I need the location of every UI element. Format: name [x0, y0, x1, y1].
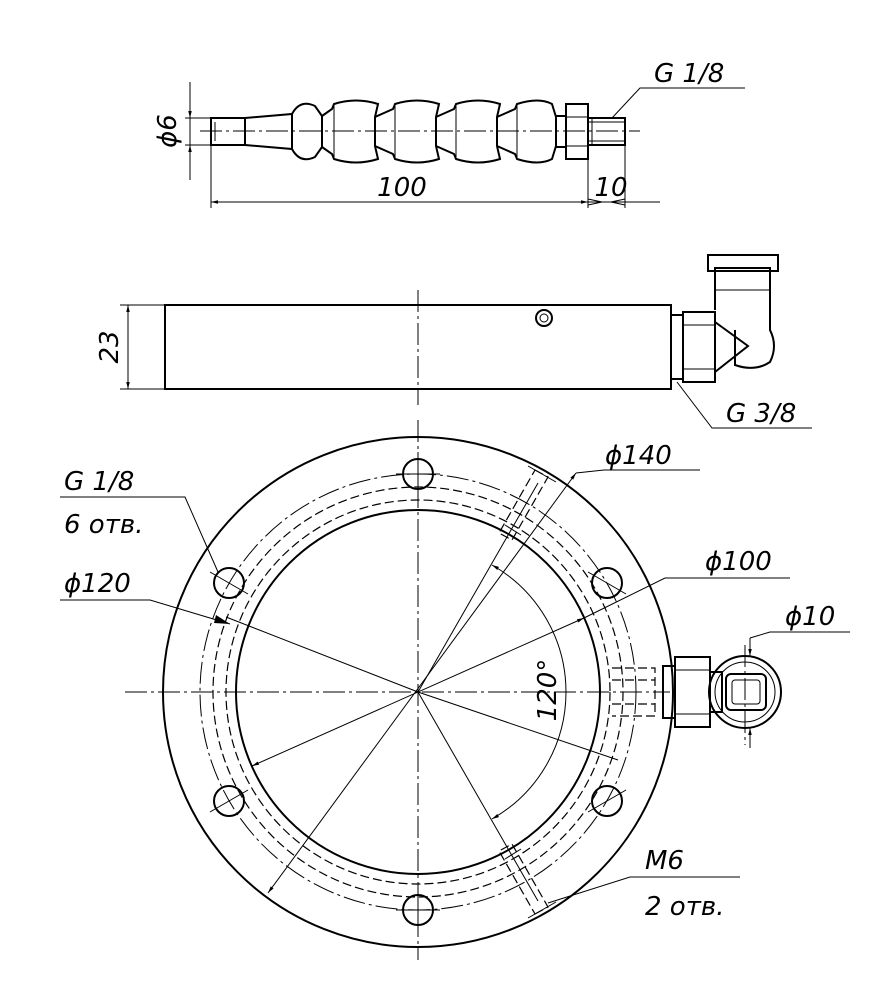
dim-10: ϕ10	[748, 602, 850, 748]
mount-thread-label: M6	[645, 846, 684, 876]
inlet-fitting	[612, 645, 782, 745]
leader-holes-thread: G 1/8 6 отв.	[60, 467, 219, 573]
dim-angle: 120°	[491, 564, 567, 820]
hole	[591, 785, 623, 817]
holes-thread-label: G 1/8	[64, 467, 134, 497]
dim-120-label: ϕ120	[64, 569, 131, 599]
angle-label: 120°	[533, 659, 563, 722]
mount-count-label: 2 отв.	[645, 892, 724, 922]
leader-mount-thread: M6 2 отв.	[547, 846, 740, 922]
hole	[213, 567, 245, 599]
nozzle-length-label: 100	[377, 173, 427, 203]
nozzle-thread-length-label: 10	[594, 173, 627, 203]
dim-nozzle-length: 100 10	[210, 145, 660, 208]
nozzle-thread-label: G 1/8	[654, 59, 724, 89]
side-view: 23 G 3/8	[95, 254, 812, 429]
inlet-thread-label: G 3/8	[726, 399, 796, 429]
dim-100-label: ϕ100	[705, 547, 772, 577]
nozzle-view: ϕ6 100 10 G 1/8	[153, 59, 745, 208]
dim-nozzle-diameter: ϕ6	[153, 82, 211, 180]
leader-inlet-thread: G 3/8	[676, 381, 812, 429]
hole	[213, 785, 245, 817]
nozzle-diameter-label: ϕ6	[153, 114, 183, 148]
dim-side-height: 23	[95, 304, 165, 390]
side-height-label: 23	[95, 330, 125, 363]
hole	[591, 567, 623, 599]
dim-100: ϕ100	[251, 547, 790, 767]
plan-view: ϕ140 ϕ100 ϕ120 G 1/8 6 отв. 120° M6	[60, 420, 850, 960]
leader-nozzle-thread: G 1/8	[611, 59, 745, 119]
dim-120: ϕ120	[60, 569, 231, 625]
holes-count-label: 6 отв.	[64, 510, 143, 540]
dim-140-label: ϕ140	[605, 441, 672, 471]
dim-10-label: ϕ10	[785, 602, 835, 632]
